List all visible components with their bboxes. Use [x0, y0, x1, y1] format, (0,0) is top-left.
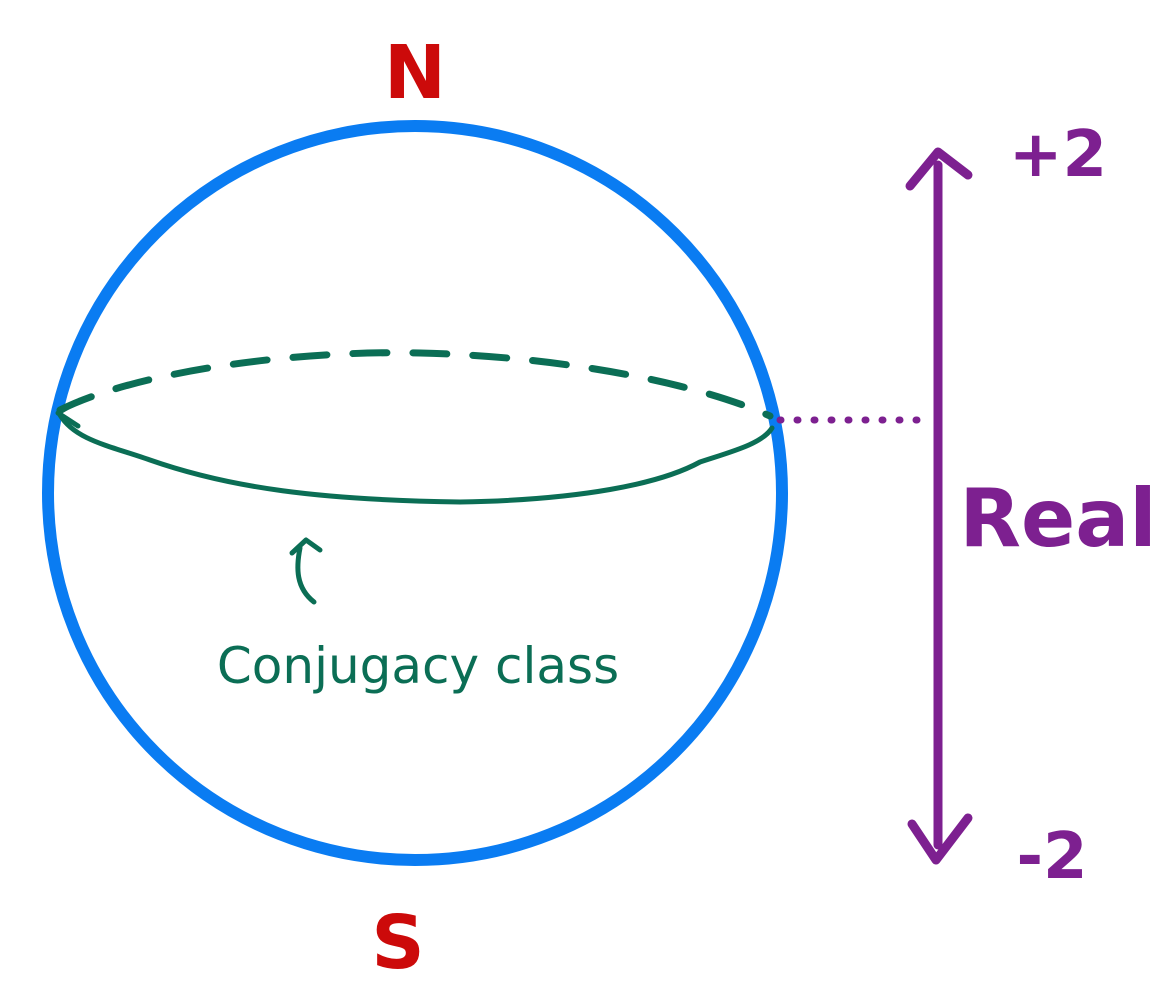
- axis-down-arrowhead: [907, 813, 973, 865]
- conjugacy-class-label: Conjugacy class: [217, 637, 619, 695]
- north-label: N: [384, 30, 446, 116]
- equator-hook: [55, 397, 83, 429]
- plus-two-label: +2: [1009, 118, 1107, 192]
- real-axis-label: Real: [959, 472, 1156, 565]
- minus-two-label: -2: [1016, 820, 1087, 894]
- south-label: S: [371, 900, 424, 986]
- axis-up-arrowhead: [905, 147, 973, 191]
- real-axis: [905, 147, 973, 865]
- equator-back-dashed: [56, 349, 774, 420]
- conjugacy-pointer-arrow: [289, 537, 323, 605]
- sphere-outline: [42, 120, 788, 866]
- equator-front-solid: [57, 412, 775, 505]
